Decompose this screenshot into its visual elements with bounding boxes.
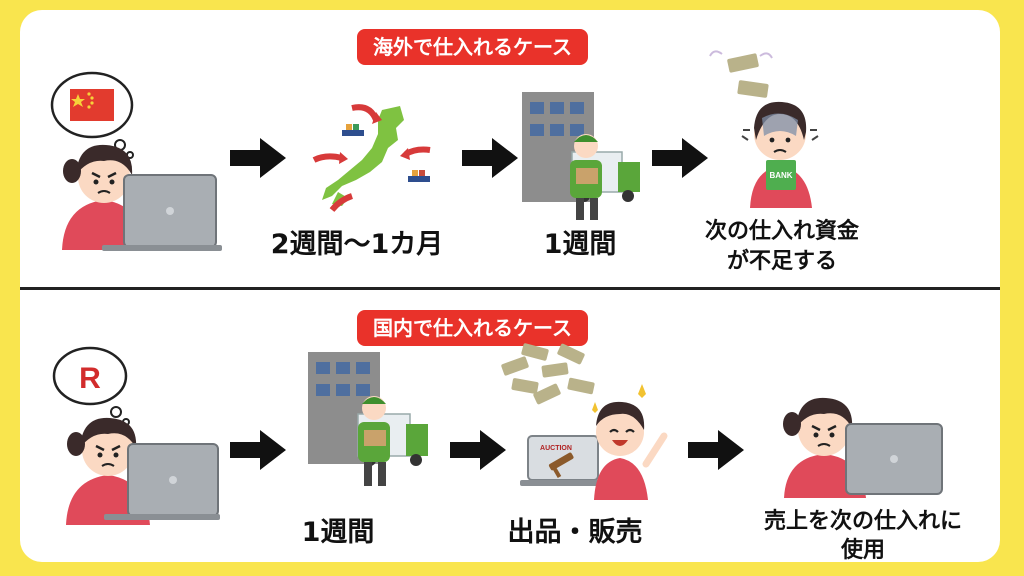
overseas-title: 海外で仕入れるケース (357, 29, 588, 65)
flow-arrow-3 (652, 138, 708, 178)
woman-at-laptop-final-illustration (783, 397, 943, 498)
diagram-card: 海外で仕入れるケース (20, 10, 1000, 563)
domestic-title: 国内で仕入れるケース (357, 310, 588, 346)
flow-arrow-2 (462, 138, 518, 178)
china-flag-icon (70, 89, 114, 121)
overseas-step3-label-line2: が不足する (726, 249, 837, 274)
domestic-step1-label: 1週間 (301, 517, 375, 548)
woman-at-laptop-china-illustration (50, 71, 222, 251)
overseas-step3-label-line1: 次の仕入れ資金 (704, 219, 859, 244)
warehouse-delivery-illustration-domestic (308, 352, 428, 486)
happy-woman-auction-illustration: AUCTION (501, 343, 668, 500)
flow-arrow-1 (230, 138, 286, 178)
flow-arrow-5 (450, 430, 506, 470)
bank-book-text: BANK (769, 171, 792, 180)
warehouse-delivery-illustration (522, 92, 640, 220)
flow-arrow-6 (688, 430, 744, 470)
flow-arrow-4 (230, 430, 286, 470)
domestic-step2-label: 出品・販売 (507, 517, 643, 548)
overseas-step2-label: 1週間 (543, 229, 617, 260)
worried-woman-flying-money-illustration: BANK (709, 50, 819, 208)
auction-screen-text: AUCTION (540, 445, 572, 452)
section-divider (20, 287, 1000, 290)
japan-map-shipping-illustration (312, 104, 431, 212)
domestic-step3-label-line1: 売上を次の仕入れに (763, 509, 962, 534)
domestic-step3-label-line2: 使用 (840, 538, 885, 563)
overseas-step1-label: 2週間〜1カ月 (270, 229, 444, 260)
woman-at-laptop-rakuten-illustration: R (52, 346, 220, 525)
rakuten-logo-icon: R (79, 362, 101, 395)
